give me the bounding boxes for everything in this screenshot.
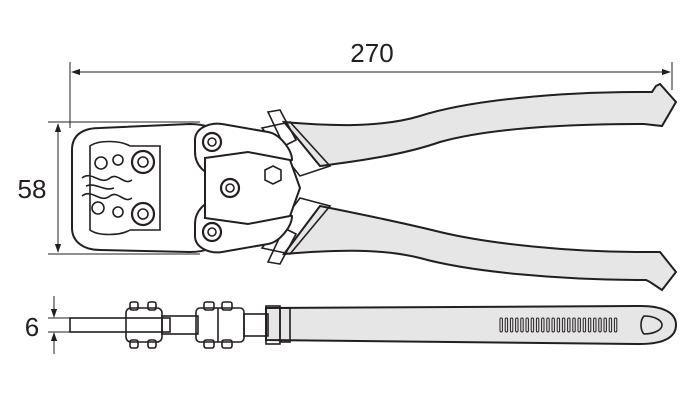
grip-rib	[593, 317, 597, 333]
grip-rib	[567, 317, 571, 333]
grip-rib	[608, 317, 613, 333]
pivot-rivets	[201, 131, 282, 243]
grip-rib	[509, 317, 514, 333]
jaw-rivets	[130, 149, 156, 227]
grip-rib	[603, 317, 607, 333]
grip-rib	[515, 317, 519, 333]
side-handle-grip	[265, 304, 678, 346]
hang-hole	[640, 315, 663, 335]
grip-rib	[577, 317, 581, 333]
lower-handle-grip	[281, 204, 678, 292]
hex-nut	[264, 165, 282, 185]
grip-ribs	[499, 317, 618, 333]
length-label: 270	[350, 38, 393, 68]
thickness-dimension: 6	[25, 296, 130, 354]
grip-rib	[587, 317, 592, 333]
grip-rib	[613, 317, 618, 333]
grip-rib	[582, 317, 587, 333]
grip-rib	[572, 317, 576, 333]
die-cavities	[81, 154, 133, 218]
upper-collar	[266, 109, 298, 148]
grip-rib	[546, 317, 550, 333]
grip-rib	[598, 317, 602, 333]
upper-handle-grip	[281, 82, 678, 168]
thickness-label: 6	[25, 312, 39, 342]
height-label: 58	[18, 174, 47, 204]
grip-rib	[556, 317, 561, 333]
grip-rib	[525, 317, 529, 333]
grip-rib	[535, 317, 540, 333]
grip-rib	[551, 317, 555, 333]
grip-rib	[561, 317, 566, 333]
side-view-tool	[69, 301, 678, 349]
grip-rib	[499, 317, 503, 333]
grip-rib	[504, 317, 509, 333]
top-view-tool	[71, 82, 678, 292]
grip-rib	[530, 317, 535, 333]
grip-rib	[520, 317, 524, 333]
grip-rib	[541, 317, 545, 333]
length-dimension: 270	[69, 38, 673, 128]
height-dimension: 58	[18, 121, 200, 255]
center-plate	[204, 150, 302, 226]
